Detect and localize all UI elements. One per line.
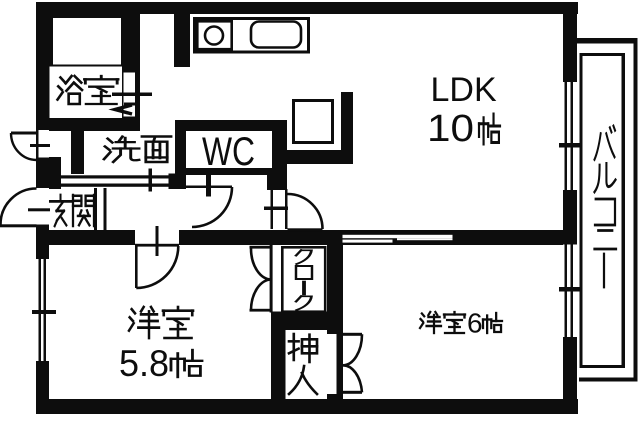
svg-text:10: 10 bbox=[427, 108, 474, 150]
svg-text:5.8: 5.8 bbox=[119, 343, 169, 384]
svg-text:6: 6 bbox=[467, 308, 483, 339]
svg-text:WC: WC bbox=[202, 130, 255, 174]
svg-text:LDK: LDK bbox=[431, 71, 497, 109]
